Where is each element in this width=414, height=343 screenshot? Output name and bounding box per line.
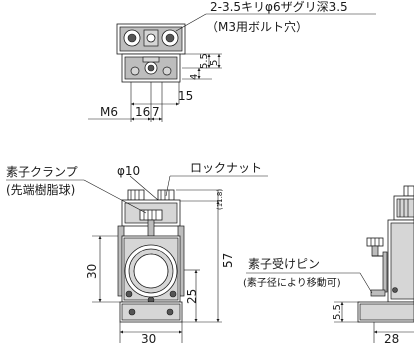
dim-label-30-height: 30 bbox=[85, 264, 99, 279]
top-view bbox=[88, 13, 376, 122]
dim-label-4: 4 bbox=[189, 74, 200, 80]
side-dim-label-5-5: 5.5 bbox=[332, 304, 343, 320]
hole-note-line2: （M3用ボルト穴） bbox=[206, 19, 308, 34]
dim-label-7: 7 bbox=[152, 105, 160, 119]
dim-label-11-8: (11.8) bbox=[216, 189, 224, 210]
dim-label-57: 57 bbox=[221, 253, 235, 268]
side-dim-label-28: 28 bbox=[384, 332, 399, 343]
pin-label-line2: (素子径により移動可) bbox=[243, 276, 341, 289]
dim-label-5: 5 bbox=[209, 60, 220, 66]
dim-label-5-5: 5.5 bbox=[199, 53, 210, 69]
clamp-label-line2: (先端樹脂球) bbox=[6, 182, 75, 197]
dim-label-30-width: 30 bbox=[141, 332, 156, 343]
side-view bbox=[246, 185, 414, 343]
thread-label-m6: M6 bbox=[100, 105, 118, 119]
clamp-label-line1: 素子クランプ bbox=[6, 165, 78, 179]
dim-label-16: 16 bbox=[135, 105, 150, 119]
pin-label-line1: 素子受けピン bbox=[248, 257, 320, 271]
dim-label-15: 15 bbox=[178, 89, 193, 103]
front-view bbox=[6, 175, 268, 343]
diameter-label: φ10 bbox=[117, 164, 140, 178]
hole-note-line1: 2-3.5キリφ6ザグリ深3.5 bbox=[210, 0, 348, 14]
dim-label-25: 25 bbox=[185, 289, 199, 304]
locknut-label: ロックナット bbox=[190, 161, 262, 175]
